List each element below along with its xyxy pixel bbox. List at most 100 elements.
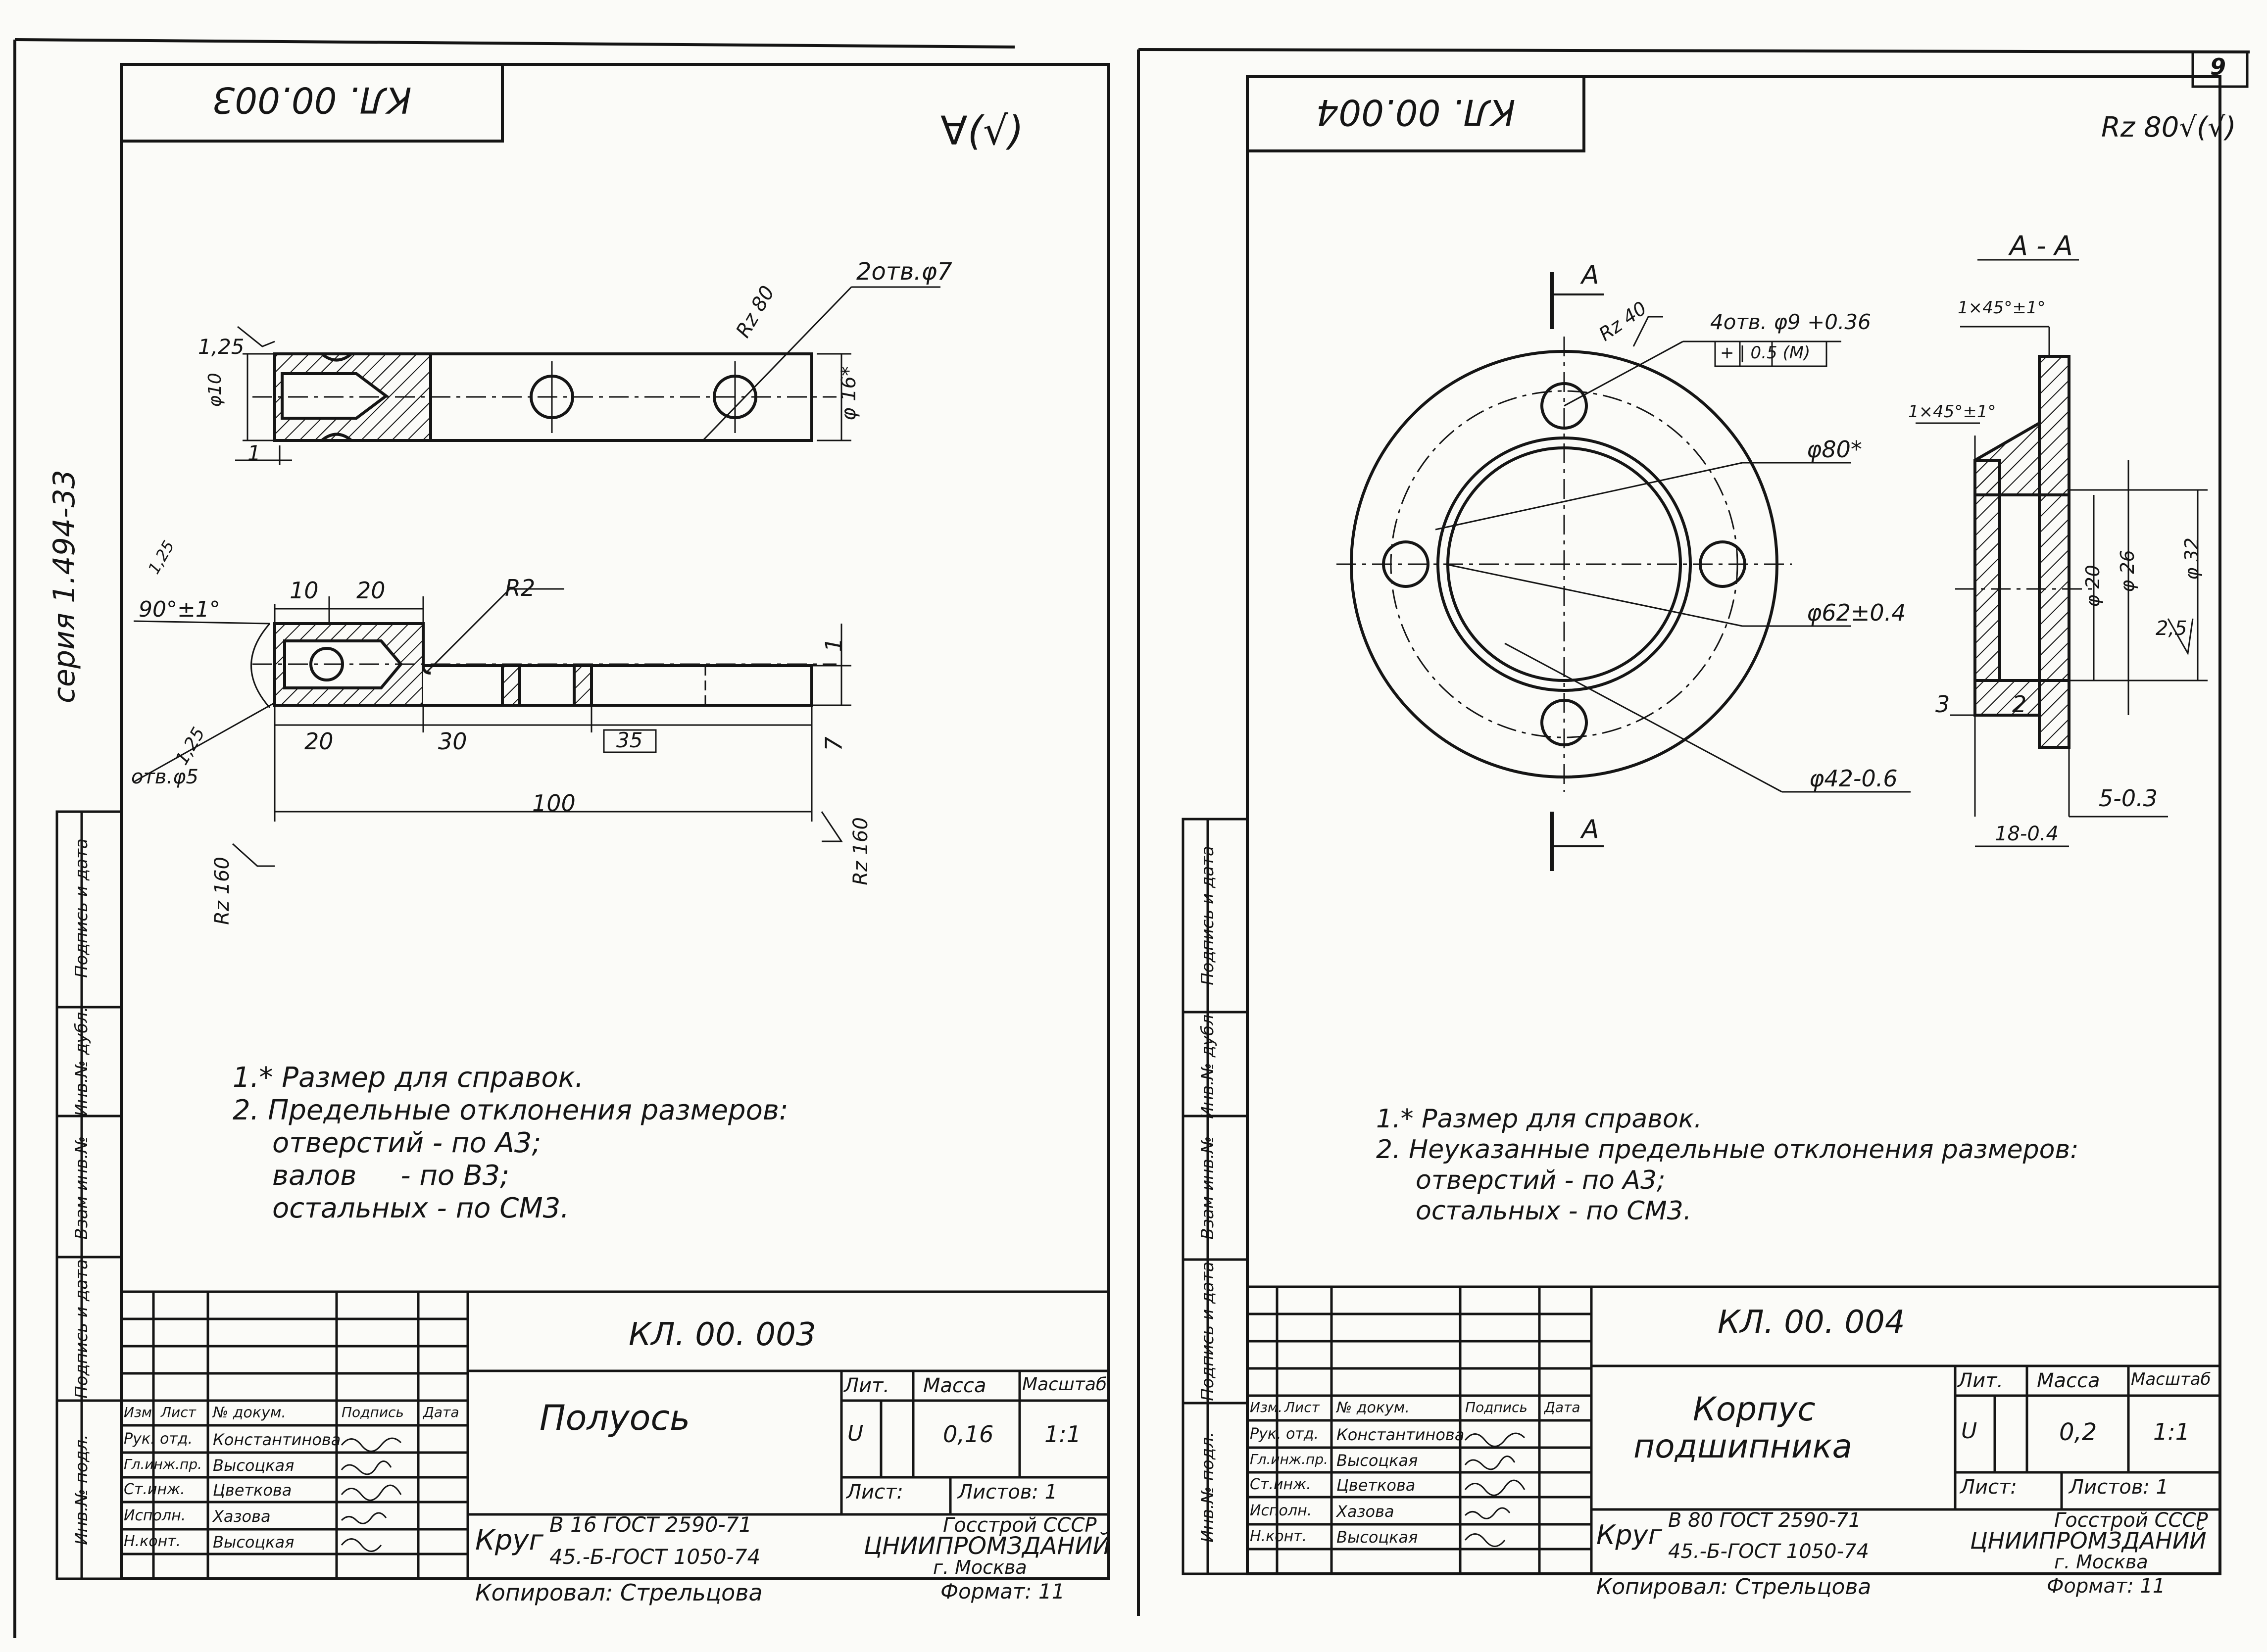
right-hdr-sign: Подпись [1465, 1399, 1528, 1415]
left-lit: U [847, 1421, 864, 1446]
dim-chamfer-1: 1×45°±1° [1958, 298, 2046, 318]
dim-d32: φ 32 [2180, 537, 2203, 580]
right-row-role-5: Н.конт. [1250, 1528, 1307, 1545]
left-row-role-5: Н.конт. [124, 1533, 181, 1550]
right-hdr-docnum: № докум. [1336, 1399, 1410, 1416]
right-row-role-4: Исполн. [1250, 1502, 1312, 1519]
right-hdr-izm: Изм. [1250, 1399, 1282, 1415]
dim-angle: 90°±1° [139, 597, 220, 622]
dim-w3: 3 [1935, 691, 1950, 718]
right-roughness-mark: Rz 80√(√) [2101, 111, 2236, 144]
dim-tolerance-frame: + | 0.5 (M) [1720, 343, 1811, 363]
dim-1-top: 1 [247, 441, 261, 465]
left-row-role-4: Исполн. [124, 1507, 186, 1524]
left-mat-2: 45.-Б-ГОСТ 1050-74 [549, 1545, 761, 1569]
dim-hole-d5: отв.φ5 [131, 766, 198, 788]
side-label-left-5: Инв.№ подл. [72, 1434, 92, 1545]
right-doc-code: КЛ. 00. 004 [1718, 1304, 1905, 1341]
dim-r2: R2 [505, 575, 536, 601]
dim-rz160-left: Rz 160 [210, 857, 234, 925]
left-note-5: остальных - по СМ3. [272, 1192, 570, 1224]
right-hdr-list: Лист [1284, 1399, 1320, 1415]
left-row-name-1: Константинова [213, 1430, 341, 1449]
side-label-right-4: Подпись и дата [1198, 1262, 1218, 1401]
right-note-4: остальных - по СМ3. [1416, 1196, 1692, 1226]
right-org-1: Госстрой СССР [2054, 1509, 2208, 1532]
right-part-name-2: подшипника [1633, 1427, 1852, 1465]
left-note-3: отверстий - по А3; [272, 1127, 542, 1159]
left-note-4: валов - по В3; [272, 1160, 509, 1192]
right-part-name-1: Корпус [1693, 1390, 1816, 1428]
right-hdr-date: Дата [1544, 1399, 1580, 1415]
right-mat-prefix: Круг [1596, 1519, 1662, 1551]
right-top-code-box [1246, 75, 1585, 152]
right-org-2: ЦНИИПРОМЗДАНИЙ [1970, 1527, 2207, 1554]
left-note-1: 1.* Размер для справок. [233, 1062, 584, 1094]
left-top-code: КЛ. 00.003 [212, 79, 412, 121]
left-row-name-3: Цветкова [213, 1481, 292, 1500]
dim-two-holes: 2отв.φ7 [856, 258, 952, 286]
left-sheets: Листов: 1 [958, 1481, 1058, 1504]
dim-125-top: 1,25 [198, 335, 245, 359]
right-row-role-3: Ст.инж. [1250, 1476, 1311, 1493]
dim-d42: φ42-0.6 [1809, 765, 1898, 792]
dim-d62: φ62±0.4 [1807, 599, 1906, 626]
right-row-name-3: Цветкова [1336, 1476, 1416, 1495]
section-a-bottom: А [1581, 815, 1599, 844]
left-hdr-sign: Подпись [342, 1404, 404, 1420]
left-hdr-mass: Масса [923, 1374, 986, 1397]
section-a-top: А [1581, 260, 1599, 290]
dim-100: 100 [532, 790, 576, 817]
right-note-1: 1.* Размер для справок. [1376, 1104, 1702, 1134]
right-side-stamp [1182, 818, 1249, 1575]
dim-d80: φ80* [1807, 436, 1862, 463]
side-label-right-5: Инв.№ подл. [1198, 1432, 1218, 1543]
left-doc-code: КЛ. 00. 003 [629, 1316, 816, 1353]
left-side-stamp [55, 810, 123, 1580]
left-org-3: г. Москва [933, 1556, 1027, 1578]
right-scale: 1:1 [2153, 1418, 2190, 1445]
left-mat-prefix: Круг [475, 1524, 543, 1556]
left-hdr-lit: Лит. [844, 1374, 890, 1397]
right-top-code: КЛ. 00.004 [1316, 92, 1516, 133]
right-title-block-grid [1246, 1285, 2221, 1575]
left-note-2: 2. Предельные отклонения размеров: [233, 1094, 789, 1126]
right-notes: 1.* Размер для справок. 2. Неуказанные п… [1376, 1106, 2079, 1224]
left-mass: 0,16 [943, 1421, 994, 1448]
left-scale: 1:1 [1044, 1421, 1082, 1448]
right-hdr-scale: Масштаб [2131, 1369, 2211, 1389]
dim-1-side: 1 [820, 637, 847, 652]
right-mat-1: В 80 ГОСТ 2590-71 [1668, 1509, 1861, 1532]
dim-30: 30 [438, 728, 467, 755]
left-sheet: Лист: [846, 1481, 903, 1504]
dim-35: 35 [616, 728, 643, 752]
right-sheets: Листов: 1 [2069, 1476, 2169, 1499]
right-row-name-1: Константинова [1336, 1425, 1465, 1444]
dim-20-bottom: 20 [304, 728, 334, 755]
dim-d10: φ10 [204, 373, 225, 407]
left-part-name: Полуось [540, 1398, 690, 1438]
left-org-2: ЦНИИПРОМЗДАНИЙ [864, 1532, 1111, 1560]
dim-d20: φ 20 [2081, 565, 2104, 607]
section-title: А - А [2010, 230, 2073, 261]
right-row-role-1: Рук. отд. [1250, 1425, 1319, 1443]
right-hdr-mass: Масса [2037, 1369, 2100, 1392]
dim-7: 7 [820, 736, 847, 751]
right-copied: Копировал: Стрельцова [1596, 1574, 1872, 1600]
flange-section-view [1916, 259, 2208, 847]
left-roughness-mark: ∀(√) [940, 108, 1024, 154]
right-org-3: г. Москва [2054, 1551, 2148, 1573]
right-row-name-5: Высоцкая [1336, 1528, 1418, 1547]
dim-holes: 4отв. φ9 +0.36 [1710, 310, 1871, 334]
left-hdr-izm: Изм. [124, 1404, 156, 1420]
flange-front-view [1336, 272, 1911, 871]
left-mat-1: В 16 ГОСТ 2590-71 [549, 1512, 752, 1537]
right-row-role-2: Гл.инж.пр. [1250, 1451, 1329, 1467]
right-row-name-2: Высоцкая [1336, 1451, 1418, 1470]
dim-d26: φ 26 [2116, 550, 2138, 592]
dim-w5: 5-0.3 [2099, 785, 2158, 812]
right-row-name-4: Хазова [1336, 1502, 1394, 1521]
left-org-1: Госстрой СССР [943, 1514, 1097, 1537]
left-row-name-2: Высоцкая [213, 1456, 295, 1475]
